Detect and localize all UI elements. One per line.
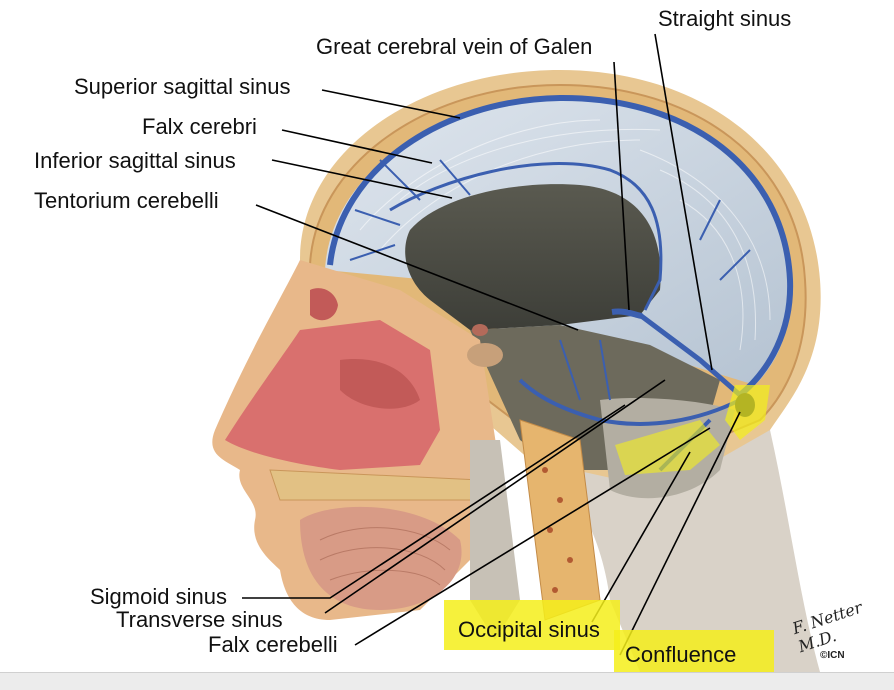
label-great-cerebral-vein: Great cerebral vein of Galen bbox=[316, 34, 593, 59]
nasal-turbinate bbox=[340, 359, 420, 409]
occipital-highlight bbox=[615, 420, 720, 475]
sphenoid-sinus bbox=[467, 343, 503, 367]
bottom-scrollbar[interactable] bbox=[0, 672, 894, 690]
pharynx bbox=[470, 440, 520, 640]
label-sigmoid-sinus: Sigmoid sinus bbox=[90, 584, 227, 609]
spine-dots bbox=[542, 467, 573, 593]
falx-striations bbox=[359, 119, 771, 351]
netter-signature: F. Netter M.D. ©ICN bbox=[790, 598, 870, 670]
occipital-sinus-label-highlight bbox=[444, 600, 620, 650]
confluence-label-highlight bbox=[614, 630, 774, 676]
superior-sagittal-sinus-vessel bbox=[327, 94, 794, 398]
label-tentorium-cerebelli: Tentorium cerebelli bbox=[34, 188, 219, 213]
neck-skin bbox=[520, 430, 820, 672]
vein-branches bbox=[349, 159, 751, 401]
tongue-striations bbox=[319, 527, 451, 586]
cerebral-cavity bbox=[405, 184, 661, 330]
signature-text: F. Netter M.D. bbox=[790, 597, 865, 657]
label-straight-sinus: Straight sinus bbox=[658, 6, 792, 31]
label-falx-cerebelli: Falx cerebelli bbox=[208, 632, 338, 657]
nasal-cavity bbox=[225, 320, 440, 470]
confluence-highlight bbox=[725, 385, 770, 440]
label-occipital-sinus: Occipital sinus bbox=[458, 617, 600, 642]
copyright-mark: ©ICN bbox=[820, 650, 845, 661]
leader-lines bbox=[242, 33, 741, 656]
label-inferior-sagittal-sinus: Inferior sagittal sinus bbox=[34, 148, 236, 173]
label-confluence: Confluence bbox=[625, 642, 737, 667]
label-superior-sagittal-sinus: Superior sagittal sinus bbox=[74, 74, 291, 99]
label-transverse-sinus: Transverse sinus bbox=[116, 607, 283, 632]
inferior-sagittal-sinus-vessel bbox=[389, 162, 663, 311]
pituitary bbox=[472, 324, 488, 336]
label-falx-cerebri: Falx cerebri bbox=[142, 114, 257, 139]
straight-sinus-vessel bbox=[638, 313, 742, 397]
frontal-sinus bbox=[310, 288, 338, 321]
great-cerebral-vein-vessel bbox=[611, 308, 643, 319]
